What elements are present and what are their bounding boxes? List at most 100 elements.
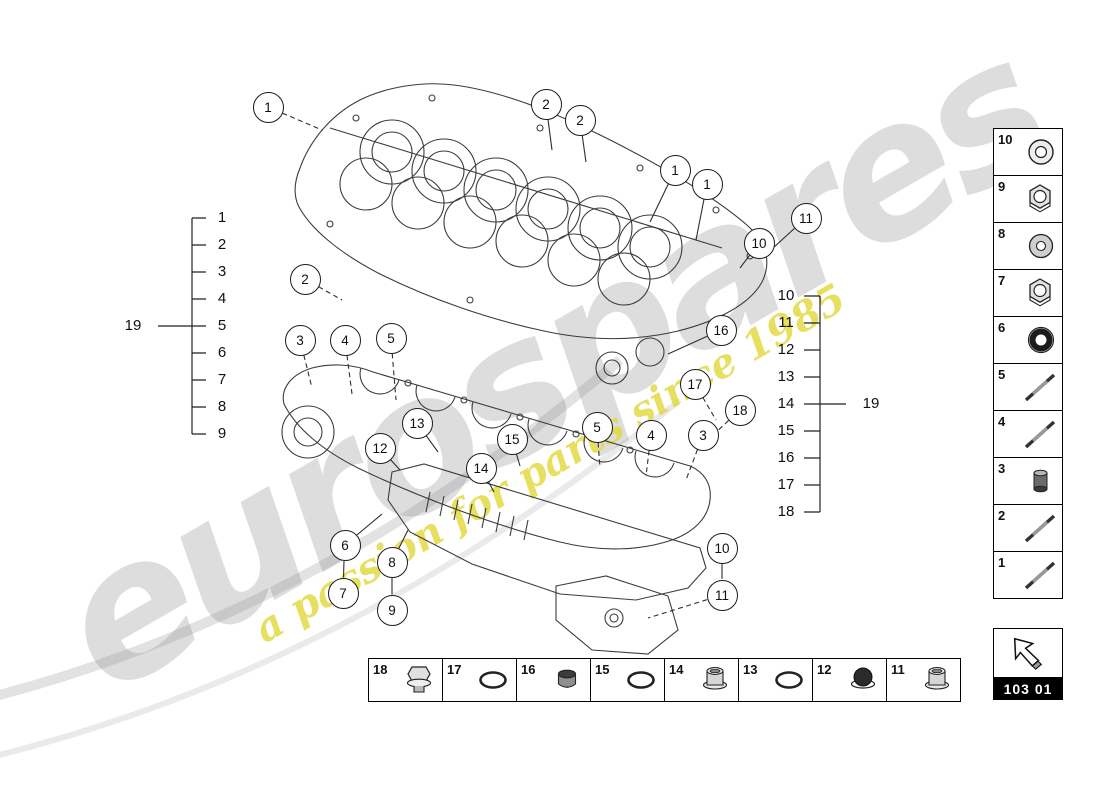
- leader-line: [391, 353, 397, 401]
- callout-13: 13: [401, 407, 433, 439]
- callout-1: 1: [252, 91, 284, 123]
- bracket-number-16: 16: [777, 449, 795, 466]
- bracket-lines: [158, 217, 846, 513]
- group-label-19-left: 19: [124, 317, 142, 334]
- bottom-part-cell-11: 11: [886, 658, 961, 702]
- part-number-label: 4: [998, 414, 1006, 429]
- callout-18: 18: [724, 394, 756, 426]
- leader-line: [515, 453, 521, 467]
- leader-line: [398, 529, 409, 549]
- callout-3: 3: [284, 324, 316, 356]
- part-number-label: 18: [373, 662, 388, 677]
- bottom-part-cell-15: 15: [590, 658, 665, 702]
- callout-17: 17: [679, 368, 711, 400]
- part-number-label: 2: [998, 508, 1006, 523]
- callout-2: 2: [530, 88, 562, 120]
- bracket-number-11: 11: [778, 314, 794, 331]
- callout-1: 1: [659, 154, 691, 186]
- bracket-number-4: 4: [217, 290, 227, 307]
- part-number-label: 13: [743, 662, 758, 677]
- callout-1: 1: [691, 168, 723, 200]
- sidebar-part-row-2: 2: [993, 504, 1063, 552]
- leader-line: [645, 450, 650, 477]
- leader-line: [303, 354, 313, 389]
- leader-line: [425, 435, 439, 453]
- sidebar-part-row-5: 5: [993, 363, 1063, 411]
- bottom-part-cell-16: 16: [516, 658, 591, 702]
- bottom-part-cell-12: 12: [812, 658, 887, 702]
- part-number-label: 9: [998, 179, 1006, 194]
- callout-11: 11: [706, 579, 738, 611]
- part-number-label: 10: [998, 132, 1013, 147]
- part-number-label: 11: [891, 662, 905, 677]
- back-arrow-icon: [993, 628, 1063, 678]
- seal-ring-icon: [1020, 321, 1060, 361]
- bracket-number-14: 14: [777, 395, 795, 412]
- leader-line: [356, 513, 383, 536]
- bracket-number-6: 6: [217, 344, 227, 361]
- socket-plug-icon: [695, 661, 735, 701]
- leader-line: [597, 442, 601, 469]
- parts-sidebar: 10 9 8 7 6 5 4 3 2 1: [993, 128, 1063, 599]
- bracket-number-13: 13: [777, 368, 795, 385]
- sidebar-part-row-9: 9: [993, 175, 1063, 223]
- leader-line: [685, 449, 699, 481]
- callout-4: 4: [329, 324, 361, 356]
- part-number-label: 3: [998, 461, 1006, 476]
- o-ring-icon: [621, 661, 661, 701]
- callout-16: 16: [705, 314, 737, 346]
- leader-line: [647, 599, 708, 619]
- flat-washer-icon: [1020, 227, 1060, 267]
- hex-nut-icon: [1020, 274, 1060, 314]
- bracket-number-3: 3: [217, 263, 227, 280]
- diagram-code-label: 103 01: [993, 678, 1063, 700]
- callout-3: 3: [687, 419, 719, 451]
- flanged-plug-icon: [399, 661, 439, 701]
- callout-11: 11: [790, 202, 822, 234]
- callout-6: 6: [329, 529, 361, 561]
- callout-2: 2: [564, 104, 596, 136]
- bracket-number-10: 10: [777, 287, 795, 304]
- callout-10: 10: [706, 532, 738, 564]
- leader-line: [389, 459, 401, 471]
- leader-line: [649, 183, 669, 223]
- callout-5: 5: [375, 322, 407, 354]
- leader-line: [667, 335, 708, 355]
- o-ring-icon: [473, 661, 513, 701]
- leader-line: [581, 135, 587, 163]
- stud-icon: [1020, 509, 1060, 549]
- callout-10: 10: [743, 227, 775, 259]
- leader-line: [346, 355, 353, 395]
- part-number-label: 12: [817, 662, 832, 677]
- group-label-19-right: 19: [862, 395, 880, 412]
- part-number-label: 8: [998, 226, 1006, 241]
- bracket-number-8: 8: [217, 398, 227, 415]
- leader-line: [487, 481, 495, 493]
- hex-nut-icon: [1020, 180, 1060, 220]
- bottom-part-cell-14: 14: [664, 658, 739, 702]
- sidebar-part-row-3: 3: [993, 457, 1063, 505]
- bottom-part-cell-13: 13: [738, 658, 813, 702]
- part-number-label: 6: [998, 320, 1006, 335]
- part-number-label: 5: [998, 367, 1006, 382]
- callout-12: 12: [364, 432, 396, 464]
- stud-icon: [1020, 415, 1060, 455]
- stud-icon: [1020, 556, 1060, 596]
- bracket-number-18: 18: [777, 503, 795, 520]
- leader-line: [695, 199, 705, 241]
- bottom-part-cell-17: 17: [442, 658, 517, 702]
- sidebar-part-row-7: 7: [993, 269, 1063, 317]
- engine-line-art: [281, 83, 768, 655]
- o-ring-icon: [769, 661, 809, 701]
- leader-line: [547, 119, 553, 151]
- socket-plug-icon: [917, 661, 957, 701]
- sidebar-part-row-1: 1: [993, 551, 1063, 599]
- leader-line: [342, 560, 345, 578]
- bracket-number-7: 7: [217, 371, 227, 388]
- bracket-number-17: 17: [777, 476, 795, 493]
- leader-line: [739, 254, 751, 269]
